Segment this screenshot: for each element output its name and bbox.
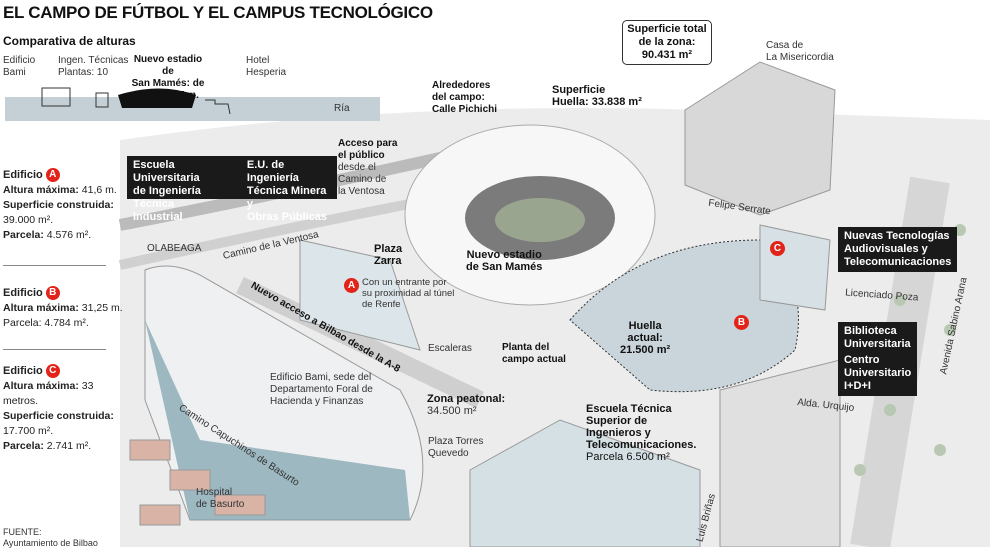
building-c <box>759 224 831 311</box>
source: FUENTE:Ayuntamiento de Bilbao <box>3 527 98 548</box>
map-marker-c: C <box>770 241 785 256</box>
building-c-info: Edificio C Altura máxima: 33 metros. Sup… <box>3 364 114 452</box>
page-title: EL CAMPO DE FÚTBOL Y EL CAMPUS TECNOLÓGI… <box>3 3 433 22</box>
houses <box>129 439 266 526</box>
map-marker-b: B <box>734 315 749 330</box>
divider <box>3 265 106 266</box>
etsi-buildings <box>469 419 701 547</box>
map-marker-a: A <box>344 278 359 293</box>
misericordia-building <box>684 61 836 216</box>
current-field <box>569 239 799 393</box>
road-ventosa <box>118 195 431 270</box>
marker-a: A <box>45 168 60 183</box>
label-olabeaga: OLABEAGA <box>147 243 202 254</box>
heights-heading: Comparativa de alturas <box>3 34 136 48</box>
building-a-info: Edificio A Altura máxima: 41,6 m. Superf… <box>3 168 117 241</box>
stadium-silhouette <box>118 88 196 108</box>
label-zona-peatonal: Zona peatonal:34.500 m² <box>427 393 506 417</box>
label-ria: Ría <box>334 103 350 114</box>
label-escaleras: Escaleras <box>428 343 472 354</box>
divider <box>3 349 106 350</box>
building-a <box>299 239 421 351</box>
marker-b: B <box>45 286 60 301</box>
marker-c: C <box>45 364 60 379</box>
block-urquijo <box>719 359 841 547</box>
building-b-info: Edificio B Altura máxima: 31,25 m. Parce… <box>3 286 123 329</box>
road-a8 <box>236 276 484 409</box>
